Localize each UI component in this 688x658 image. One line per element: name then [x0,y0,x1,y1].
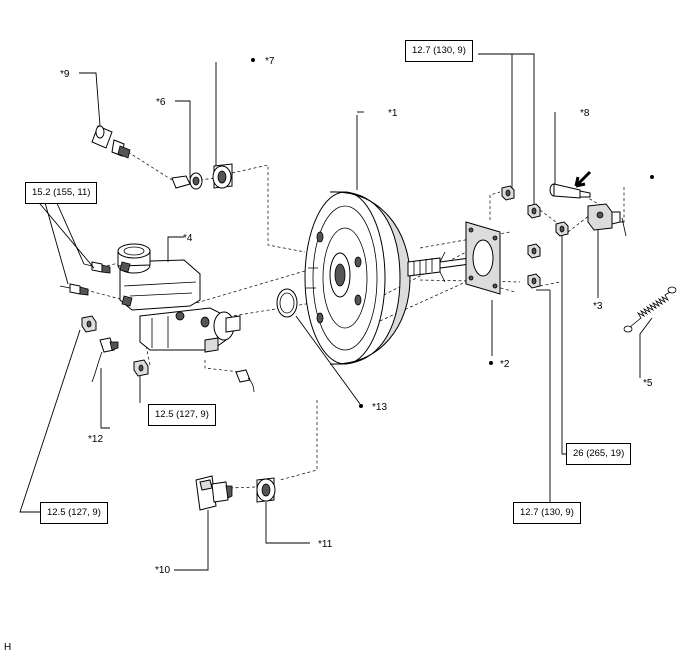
torque-spec-right-mid: 26 (265, 19) [566,443,632,465]
nut [555,221,569,237]
callout-5: *5 [643,378,653,389]
callout-8: *8 [580,108,590,119]
callout-13: *13 [372,402,387,413]
wire-harness-connector [195,475,233,511]
callout-4: *4 [183,233,193,244]
callout-6: *6 [156,97,166,108]
callout-1: *1 [388,108,398,119]
callout-12: *12 [88,434,103,445]
nut [527,203,541,219]
push-rod-clevis [587,203,621,231]
callout-3: *3 [593,301,603,312]
torque-spec-left-lower: 12.5 (127, 9) [40,502,108,524]
pressure-sensor-connector [235,369,255,393]
nut [527,243,541,259]
o-ring [276,288,298,318]
booster-gasket [465,221,501,295]
callout-7: *7 [265,56,275,67]
torque-spec-left-mid: 12.5 (127, 9) [148,404,216,426]
grommet [212,163,233,189]
callout-2: *2 [500,359,510,370]
vacuum-hose [91,125,131,159]
clip [620,217,627,237]
leader-lines [19,53,653,571]
clevis-pin [549,183,591,199]
booster-nuts [501,185,569,289]
figure-code: H [4,642,12,653]
torque-spec-top: 12.7 (130, 9) [405,40,473,62]
vacuum-union [171,172,203,190]
nut [527,273,541,289]
torque-spec-left-upper: 15.2 (155, 11) [25,182,98,204]
nut [501,185,515,201]
callout-9: *9 [60,69,70,80]
callout-11: *11 [318,539,333,550]
fluid-level-connector [91,337,119,383]
master-cylinder-nut [81,315,97,333]
brake-line-fittings [59,261,133,307]
torque-spec-right-lower: 12.7 (130, 9) [513,502,581,524]
bullet-markers [251,58,654,408]
callout-10: *10 [155,565,170,576]
master-cylinder [117,243,241,353]
brake-booster [304,191,471,365]
direction-arrow-icon [574,170,592,188]
return-spring [623,286,677,333]
grommet-lower [256,477,276,503]
callout-labels: *1 *2 *3 *4 *5 *6 *7 *8 *9 *10 *11 *12 *… [60,56,653,576]
master-cylinder-nut [133,359,149,377]
